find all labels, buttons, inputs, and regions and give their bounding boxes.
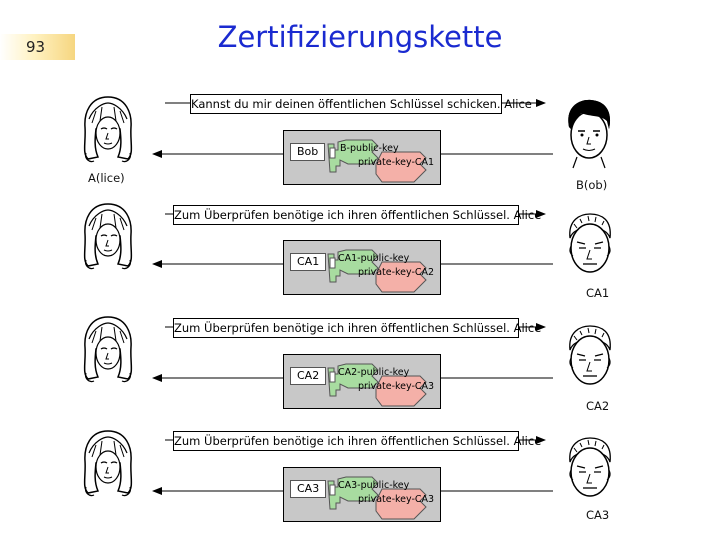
public-key-label: CA3-public-key <box>338 480 410 491</box>
key-pair-icon: B-public-key private-key-CA1 <box>327 139 434 183</box>
public-key-label: CA2-public-key <box>338 367 410 378</box>
certificate-owner: Bob <box>290 143 326 161</box>
certificate-owner: CA3 <box>290 480 327 498</box>
certificate-owner: CA1 <box>290 253 327 271</box>
public-key-label: B-public-key <box>340 143 399 154</box>
verify-message: Zum Überprüfen benötige ich ihren öffent… <box>173 318 541 338</box>
private-key-label: private-key-CA2 <box>358 267 434 278</box>
ca1-label: CA1 <box>586 286 610 300</box>
key-pair-icon: CA2-public-key private-key-CA3 <box>327 363 434 407</box>
alice-label: A(lice) <box>88 171 125 185</box>
verify-message: Zum Überprüfen benötige ich ihren öffent… <box>173 205 541 225</box>
ca-face-icon <box>569 325 611 385</box>
ca-face-icon <box>569 437 611 497</box>
private-key-label: private-key-CA3 <box>358 494 434 505</box>
ca2-label: CA2 <box>586 399 610 413</box>
key-pair-icon: CA1-public-key private-key-CA2 <box>327 249 434 293</box>
bob-face-icon <box>568 99 611 169</box>
ca3-label: CA3 <box>586 508 610 522</box>
private-key-label: private-key-CA3 <box>358 381 434 392</box>
alice-face-icon <box>83 96 133 163</box>
request-message: Kannst du mir deinen öffentlichen Schlüs… <box>190 94 532 114</box>
private-key-label: private-key-CA1 <box>358 157 434 168</box>
slide-title: Zertifizierungskette <box>217 20 503 54</box>
alice-face-icon <box>83 316 133 383</box>
verify-message: Zum Überprüfen benötige ich ihren öffent… <box>173 431 541 451</box>
key-pair-icon: CA3-public-key private-key-CA3 <box>327 476 434 520</box>
bob-label: B(ob) <box>576 178 608 192</box>
alice-face-icon <box>83 430 133 497</box>
public-key-label: CA1-public-key <box>338 253 410 264</box>
ca-face-icon <box>569 213 611 273</box>
alice-face-icon <box>83 203 133 270</box>
certificate-owner: CA2 <box>290 367 327 385</box>
slide-number: 93 <box>0 34 75 60</box>
